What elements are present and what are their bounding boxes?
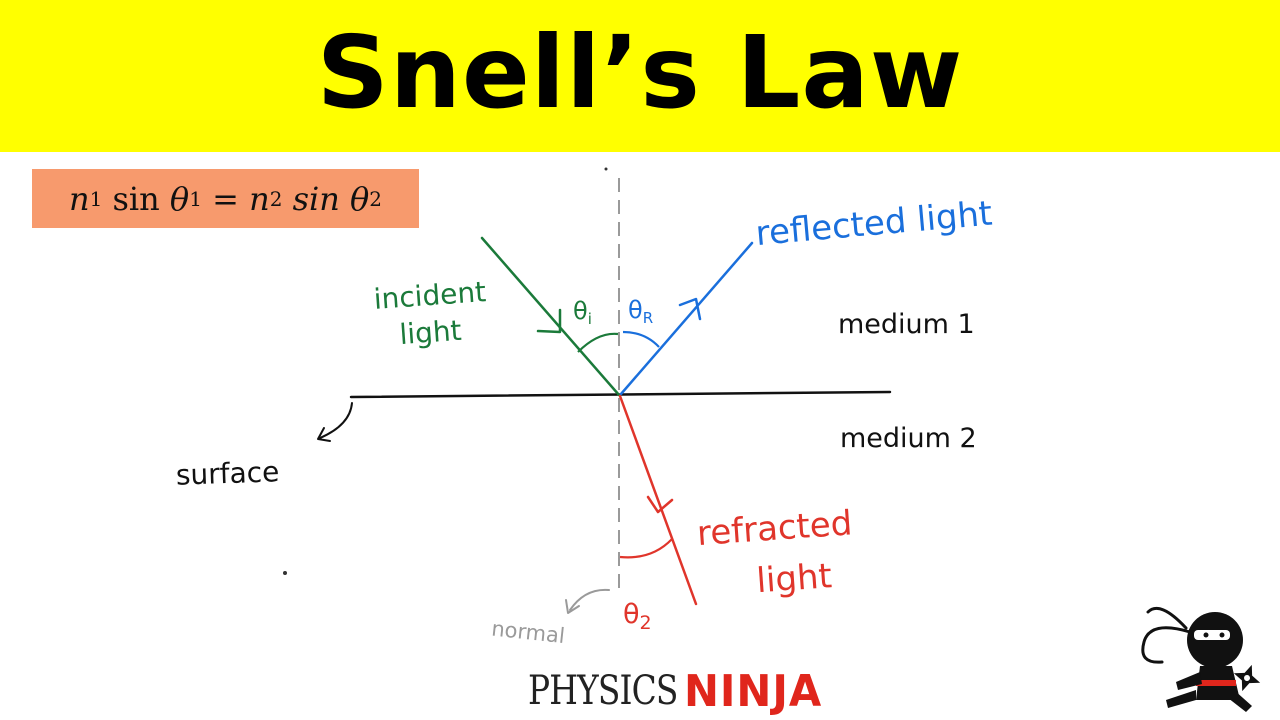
formula-sin2: sin (292, 179, 340, 218)
surface-label: surface (175, 455, 280, 492)
formula-n2-sub: 2 (269, 186, 283, 211)
surface-pointer-arrowhead-icon (317, 427, 331, 442)
theta-i-label: θi (573, 297, 592, 328)
physics-ninja-logo: PHYSICS NINJA (528, 662, 829, 720)
theta-r-symbol: θ (628, 296, 643, 324)
medium-2-label: medium 2 (840, 423, 977, 454)
normal-pointer-arrowhead-icon (565, 599, 580, 614)
theta-r-label: θR (628, 296, 653, 327)
page-title: Snell’s Law (316, 14, 964, 131)
incident-label-line1: incident (373, 275, 487, 316)
theta-i-sub: i (588, 310, 592, 328)
formula-theta1: θ (169, 179, 190, 218)
incident-arrow-icon (536, 308, 562, 334)
refracted-label-line2: light (755, 556, 833, 601)
incident-label-line2: light (398, 314, 462, 351)
formula-theta1-sub: 1 (189, 186, 202, 211)
stray-dot (604, 167, 608, 171)
reflected-ray (619, 241, 754, 396)
refracted-ray (618, 394, 698, 606)
medium-1-label: medium 1 (838, 309, 975, 340)
logo-physics-text: PHYSICS (528, 668, 678, 714)
formula-sin1: sin (112, 179, 160, 218)
formula-n2: n (249, 179, 270, 218)
formula-theta2: θ (350, 179, 370, 218)
stray-dot (283, 571, 287, 575)
formula-n1-sub: 1 (89, 186, 103, 211)
formula-n1: n (68, 179, 90, 218)
incident-ray (480, 236, 621, 397)
angle-i-arc (577, 332, 619, 353)
ninja-mascot-icon (1141, 607, 1261, 712)
theta-2-symbol: θ (623, 599, 640, 630)
refracted-label-line1: refracted (696, 503, 854, 554)
surface-pointer-arrow (319, 402, 353, 439)
theta-2-sub: 2 (640, 612, 652, 634)
formula-theta2-sub: 2 (369, 186, 383, 211)
angle-r-arc (622, 330, 660, 348)
normal-label: normal (490, 616, 566, 648)
theta-2-label: θ2 (623, 599, 652, 634)
formula-equals: = (212, 179, 239, 218)
reflected-label: reflected light (754, 194, 994, 255)
normal-pointer-arrow (569, 588, 610, 611)
title-banner: Snell’s Law (0, 0, 1280, 152)
theta-r-sub: R (643, 309, 653, 327)
logo-ninja-text: NINJA (684, 665, 823, 717)
theta-i-symbol: θ (573, 297, 588, 325)
reflected-arrow-icon (678, 297, 702, 321)
angle-2-arc (619, 538, 673, 559)
refracted-arrow-icon (646, 495, 674, 514)
